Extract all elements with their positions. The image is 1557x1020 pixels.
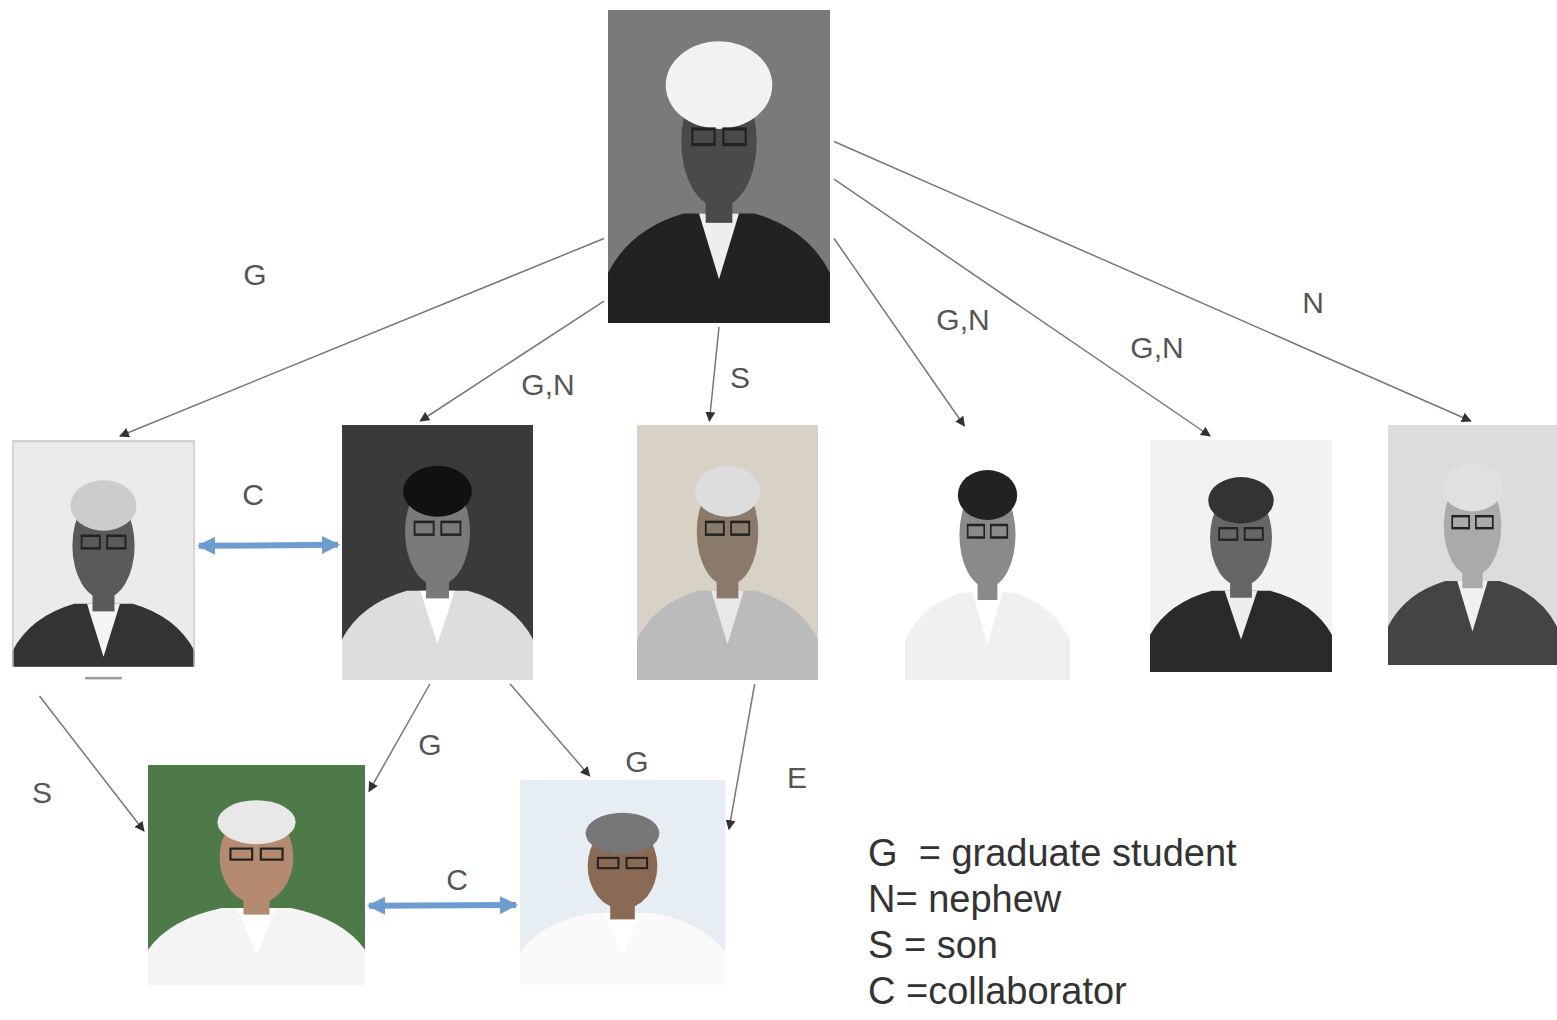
portrait-node bbox=[905, 430, 1070, 680]
edge-label: N bbox=[1299, 287, 1327, 319]
portrait-photo bbox=[1388, 425, 1557, 665]
portrait-node bbox=[12, 440, 195, 692]
legend-text: C =collaborator bbox=[868, 970, 1127, 1012]
portrait-node bbox=[637, 425, 818, 680]
portrait-node bbox=[1388, 425, 1557, 665]
relation-arrow bbox=[834, 179, 1210, 436]
portrait-photo bbox=[148, 765, 365, 985]
portrait-photo bbox=[12, 440, 195, 692]
relation-arrow bbox=[729, 684, 755, 829]
portrait-node bbox=[520, 780, 725, 985]
portrait-photo bbox=[520, 780, 725, 985]
edge-label: G bbox=[240, 259, 269, 291]
edge-label: G,N bbox=[518, 369, 577, 401]
relation-arrow bbox=[834, 141, 1471, 421]
edge-label: G,N bbox=[1127, 332, 1186, 364]
edge-label: C bbox=[443, 864, 471, 896]
portrait-photo bbox=[637, 425, 818, 680]
relation-arrow bbox=[709, 327, 719, 421]
portrait-node bbox=[148, 765, 365, 985]
legend-row: G = graduate student bbox=[868, 830, 1237, 876]
legend-text: N= nephew bbox=[868, 878, 1061, 920]
relation-arrow bbox=[420, 301, 604, 421]
legend-text: G = graduate student bbox=[868, 832, 1237, 874]
relation-arrow bbox=[120, 238, 604, 436]
legend: G = graduate studentN= nephewS = sonC =c… bbox=[868, 830, 1237, 1014]
legend-row: C =collaborator bbox=[868, 968, 1237, 1014]
portrait-node bbox=[608, 10, 830, 323]
portrait-photo bbox=[1150, 440, 1332, 672]
collaborator-arrow bbox=[369, 902, 516, 909]
relation-arrow bbox=[39, 696, 144, 831]
legend-row: N= nephew bbox=[868, 876, 1237, 922]
collaborator-arrow bbox=[199, 542, 338, 549]
relation-arrow bbox=[510, 684, 590, 776]
portrait-node bbox=[342, 425, 533, 680]
edge-label: G,N bbox=[933, 304, 992, 336]
portrait-node bbox=[1150, 440, 1332, 672]
portrait-photo bbox=[342, 425, 533, 680]
edge-label: S bbox=[29, 777, 55, 809]
edge-label: G bbox=[415, 729, 444, 761]
legend-text: S = son bbox=[868, 924, 998, 966]
edge-label: C bbox=[239, 479, 267, 511]
edge-label: S bbox=[727, 362, 753, 394]
edge-label: E bbox=[784, 762, 810, 794]
portrait-photo bbox=[905, 430, 1070, 680]
portrait-photo bbox=[608, 10, 830, 323]
legend-row: S = son bbox=[868, 922, 1237, 968]
edge-label: G bbox=[622, 746, 651, 778]
